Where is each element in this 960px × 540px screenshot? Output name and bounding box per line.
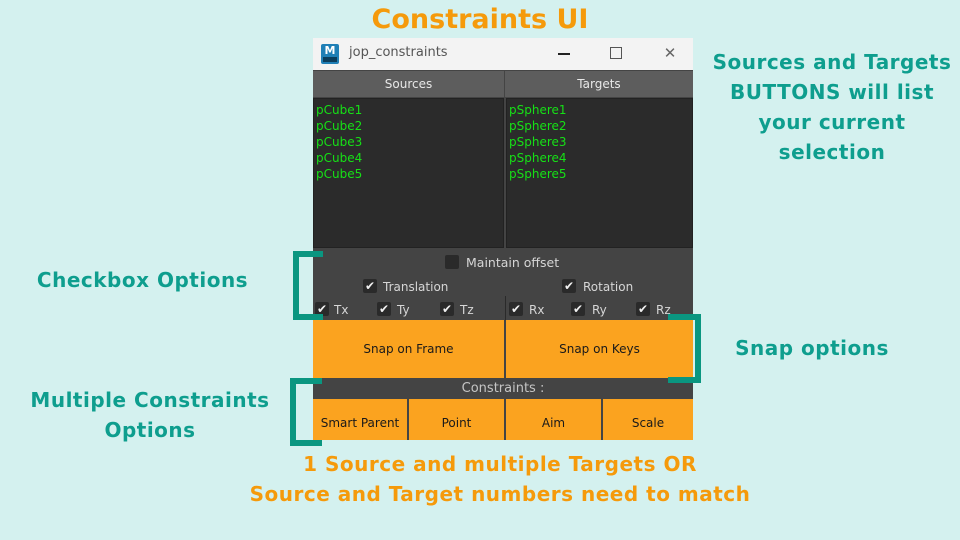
checkbox-note: Checkbox Options: [36, 268, 249, 292]
check-icon: ✔: [378, 302, 390, 316]
multi-constraints-note: Multiple Constraints Options: [10, 385, 290, 445]
title-bar[interactable]: M jop_constraints ✕: [313, 38, 693, 70]
constraints-header: Constraints :: [313, 379, 693, 398]
check-icon: ✔: [563, 279, 575, 293]
bottom-note: 1 Source and multiple Targets OR Source …: [200, 449, 800, 509]
rotation-checkbox[interactable]: ✔: [562, 279, 576, 293]
snap-on-keys-button[interactable]: Snap on Keys: [506, 320, 693, 378]
ty-checkbox[interactable]: ✔: [377, 302, 391, 316]
sources-list[interactable]: pCube1 pCube2 pCube3 pCube4 pCube5: [313, 98, 504, 248]
minimize-button[interactable]: [539, 38, 589, 70]
snap-options-bracket: [668, 314, 701, 383]
maximize-icon: [610, 47, 622, 59]
multi-constraints-bracket: [290, 378, 322, 446]
selection-note-line: Sources and Targets: [712, 50, 952, 74]
ty-label: Ty: [397, 303, 410, 317]
bottom-note-line: 1 Source and multiple Targets OR: [303, 452, 697, 476]
snap-note: Snap options: [735, 336, 889, 360]
axes-separator: [505, 296, 506, 320]
maintain-offset-label: Maintain offset: [466, 255, 560, 270]
selection-note: Sources and Targets BUTTONS will list yo…: [700, 47, 960, 167]
list-item[interactable]: pSphere4: [509, 151, 567, 165]
multi-note-line: Options: [104, 418, 196, 442]
aim-button[interactable]: Aim: [506, 399, 601, 440]
translation-checkbox[interactable]: ✔: [363, 279, 377, 293]
ry-checkbox[interactable]: ✔: [571, 302, 585, 316]
targets-button[interactable]: Targets: [505, 71, 693, 97]
checkbox-options-bracket: [293, 251, 323, 320]
list-item[interactable]: pSphere3: [509, 135, 567, 149]
tz-checkbox[interactable]: ✔: [440, 302, 454, 316]
rx-label: Rx: [529, 303, 545, 317]
check-icon: ✔: [441, 302, 453, 316]
selection-note-line: selection: [778, 140, 886, 164]
maximize-button[interactable]: [591, 38, 641, 70]
ry-label: Ry: [592, 303, 607, 317]
list-item[interactable]: pSphere2: [509, 119, 567, 133]
close-icon: ✕: [663, 44, 677, 62]
translation-label: Translation: [383, 280, 449, 294]
bottom-note-line: Source and Target numbers need to match: [249, 482, 751, 506]
window-title: jop_constraints: [349, 45, 448, 60]
close-button[interactable]: ✕: [645, 38, 695, 70]
rz-checkbox[interactable]: ✔: [636, 302, 650, 316]
rz-label: Rz: [656, 303, 671, 317]
point-button[interactable]: Point: [409, 399, 504, 440]
minimize-icon: [558, 53, 570, 55]
check-icon: ✔: [316, 302, 328, 316]
maya-icon-base: [323, 57, 337, 62]
list-item[interactable]: pSphere1: [509, 103, 567, 117]
list-item[interactable]: pCube4: [316, 151, 363, 165]
page-title: Constraints UI: [371, 4, 589, 35]
tx-label: Tx: [334, 303, 349, 317]
maya-icon-letter: M: [324, 44, 336, 57]
tx-checkbox[interactable]: ✔: [315, 302, 329, 316]
list-item[interactable]: pCube2: [316, 119, 363, 133]
check-icon: ✔: [510, 302, 522, 316]
snap-on-frame-button[interactable]: Snap on Frame: [313, 320, 504, 378]
check-icon: ✔: [572, 302, 584, 316]
list-item[interactable]: pCube1: [316, 103, 363, 117]
check-icon: ✔: [637, 302, 649, 316]
smart-parent-button[interactable]: Smart Parent: [313, 399, 407, 440]
rx-checkbox[interactable]: ✔: [509, 302, 523, 316]
tz-label: Tz: [460, 303, 474, 317]
maintain-offset-checkbox[interactable]: [445, 255, 459, 269]
list-item[interactable]: pCube3: [316, 135, 363, 149]
selection-note-line: BUTTONS will list: [729, 80, 935, 104]
selection-note-line: your current: [758, 110, 906, 134]
list-item[interactable]: pCube5: [316, 167, 363, 181]
constraints-window: M jop_constraints ✕ Sources Targets pCub…: [313, 38, 693, 440]
multi-note-line: Multiple Constraints: [30, 388, 270, 412]
maya-icon: M: [321, 44, 339, 64]
scale-button[interactable]: Scale: [603, 399, 693, 440]
check-icon: ✔: [364, 279, 376, 293]
rotation-label: Rotation: [583, 280, 634, 294]
sources-button[interactable]: Sources: [313, 71, 504, 97]
list-item[interactable]: pSphere5: [509, 167, 567, 181]
targets-list[interactable]: pSphere1 pSphere2 pSphere3 pSphere4 pSph…: [506, 98, 693, 248]
